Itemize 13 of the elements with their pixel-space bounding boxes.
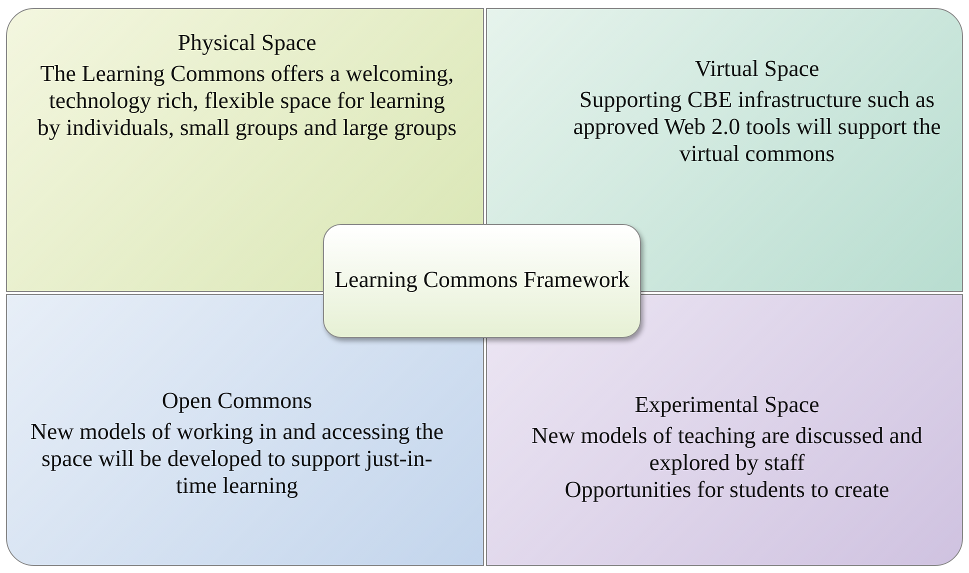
panel-heading: Physical Space — [176, 29, 318, 56]
quadrant-panel — [486, 294, 963, 566]
panel-heading: Open Commons — [160, 387, 314, 414]
panel-heading: Experimental Space — [634, 391, 820, 418]
quadrant-panel — [6, 294, 484, 566]
panel-text: New models of teaching are discussed and explored by staff — [530, 422, 924, 476]
panel-text: Opportunities for students to create — [564, 476, 890, 503]
center-box — [323, 224, 641, 338]
center-label: Learning Commons Framework — [333, 266, 631, 292]
panel-heading: Virtual Space — [694, 55, 820, 82]
panel-text: Supporting CBE infrastructure such as approved Web 2.0 tools will support the virtual commons — [572, 86, 942, 167]
panel-text: The Learning Commons offers a welcoming, technology rich, flexible space for learning by individuals, small groups and large groups — [37, 60, 457, 141]
panel-text: New models of working in and accessing the space will be developed to support just-in-time learning — [29, 418, 445, 499]
